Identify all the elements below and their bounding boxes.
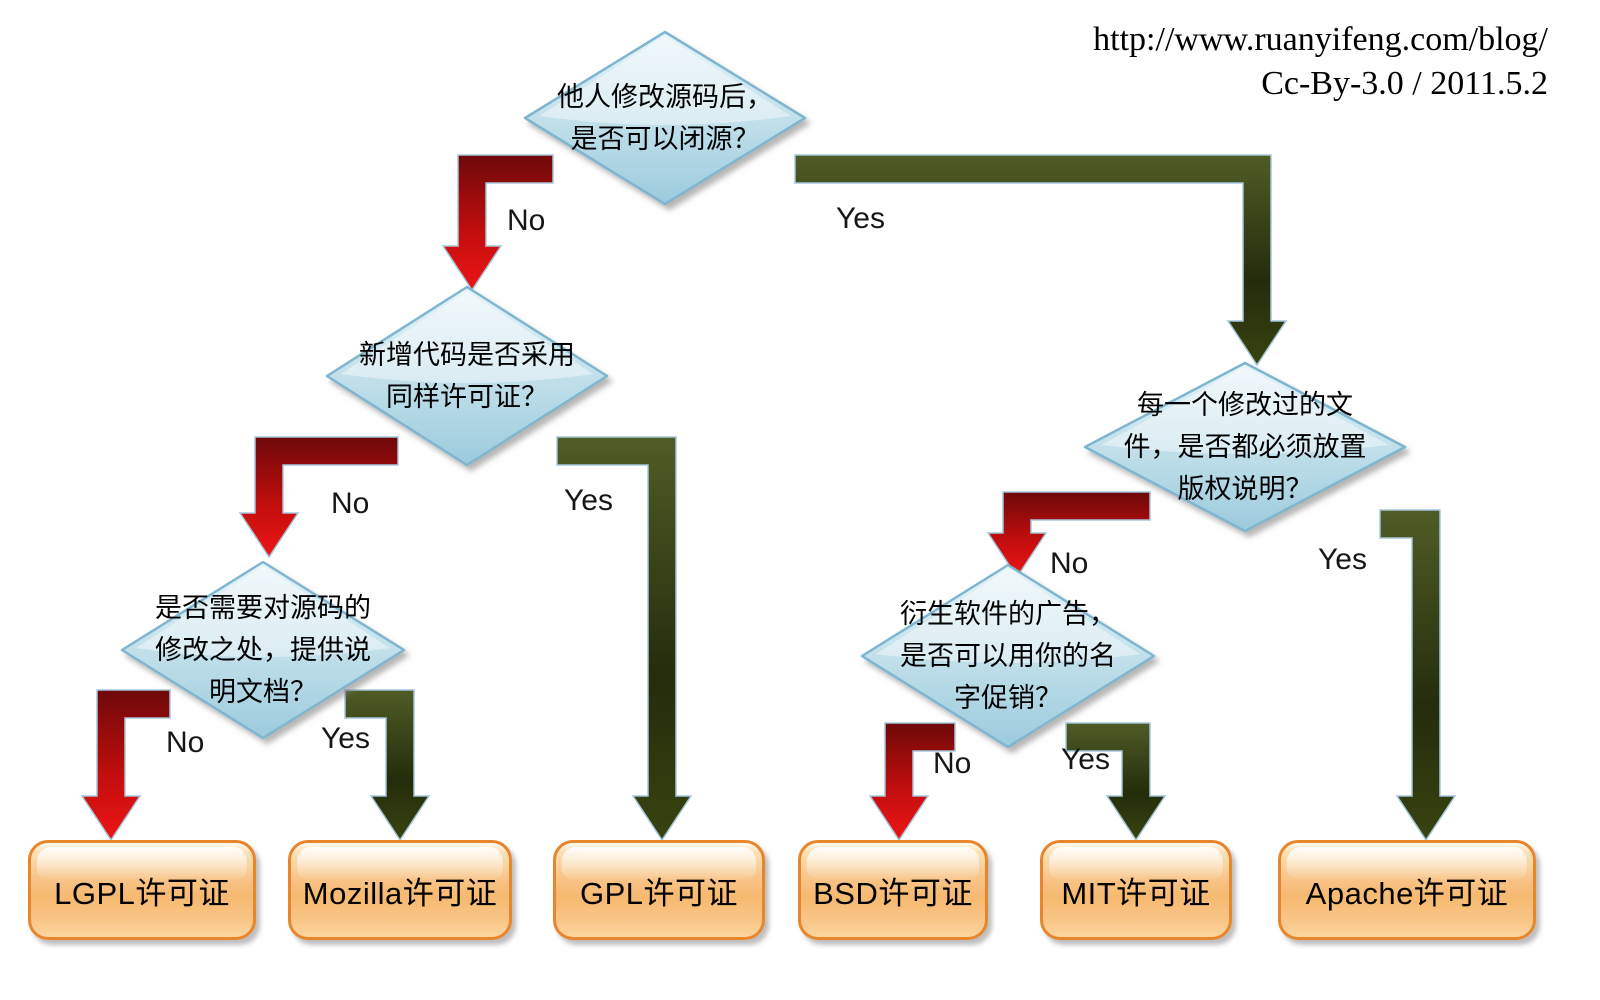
diamond-gloss xyxy=(341,291,593,383)
arrow-yes-q3-mozilla xyxy=(344,689,431,842)
diamond-gloss xyxy=(876,569,1140,663)
arrow-no-q4-q5 xyxy=(986,491,1151,579)
license-box-lgpl: LGPL许可证 xyxy=(28,840,256,940)
edge-label-no-5: No xyxy=(933,747,972,780)
edge-label-yes-1: Yes xyxy=(836,202,885,235)
credit-url: http://www.ruanyifeng.com/blog/ xyxy=(1093,21,1548,58)
credit-license-date: Cc-By-3.0 / 2011.5.2 xyxy=(1261,65,1548,102)
license-box-gpl: GPL许可证 xyxy=(553,840,765,940)
diamond-shape xyxy=(120,560,406,740)
license-box-apache: Apache许可证 xyxy=(1278,840,1536,940)
arrow-yes-q2-gpl xyxy=(556,436,693,842)
edge-label-no-3: No xyxy=(166,726,205,759)
decision-node-q1 xyxy=(523,30,807,206)
arrow-yes-q5-mit xyxy=(1065,722,1167,842)
arrow-no-q1-q2 xyxy=(441,154,554,292)
arrow-no-q5-bsd xyxy=(868,722,956,842)
arrow-yes-q1-q4 xyxy=(794,154,1288,367)
diamond-gloss xyxy=(1101,367,1389,454)
decision-text-q2: 新增代码是否采用 同样许可证？ xyxy=(359,340,575,412)
diamond-shape xyxy=(523,30,807,206)
arrow-no-q3-lgpl xyxy=(80,689,171,842)
license-label: Apache许可证 xyxy=(1305,875,1509,911)
decision-node-q4 xyxy=(1083,361,1407,533)
license-label: BSD许可证 xyxy=(813,875,973,911)
decision-text-q1: 他人修改源码后， 是否可以闭源？ xyxy=(557,82,773,154)
decision-node-q3 xyxy=(120,560,406,740)
diamond-gloss xyxy=(539,36,791,125)
decision-node-q2 xyxy=(325,285,609,467)
edge-label-yes-2: Yes xyxy=(564,484,613,517)
license-label: LGPL许可证 xyxy=(54,875,230,911)
diamond-shape xyxy=(860,563,1156,749)
arrow-yes-q4-apache xyxy=(1379,509,1457,842)
edge-label-no-1: No xyxy=(507,204,546,237)
edge-label-no-2: No xyxy=(331,487,370,520)
diamond-shape xyxy=(1083,361,1407,533)
edge-label-no-4: No xyxy=(1050,547,1089,580)
edge-label-yes-5: Yes xyxy=(1061,743,1110,776)
diamond-shape xyxy=(325,285,609,467)
decision-text-q3: 是否需要对源码的 修改之处，提供说 明文档？ xyxy=(155,593,371,707)
decision-text-q5: 衍生软件的广告， 是否可以用你的名 字促销？ xyxy=(900,599,1116,713)
edge-label-yes-3: Yes xyxy=(321,722,370,755)
license-label: Mozilla许可证 xyxy=(302,875,498,911)
license-box-mit: MIT许可证 xyxy=(1040,840,1232,940)
license-label: MIT许可证 xyxy=(1061,875,1211,911)
diamond-gloss xyxy=(136,566,390,657)
arrow-no-q2-q3 xyxy=(238,436,399,559)
license-box-bsd: BSD许可证 xyxy=(798,840,988,940)
credit-text: http://www.ruanyifeng.com/blog/ Cc-By-3.… xyxy=(1093,18,1548,106)
decision-node-q5 xyxy=(860,563,1156,749)
license-box-mozilla: Mozilla许可证 xyxy=(288,840,512,940)
license-label: GPL许可证 xyxy=(579,875,739,911)
decision-text-q4: 每一个修改过的文 件，是否都必须放置 版权说明？ xyxy=(1123,390,1367,504)
edge-label-yes-4: Yes xyxy=(1318,543,1367,576)
